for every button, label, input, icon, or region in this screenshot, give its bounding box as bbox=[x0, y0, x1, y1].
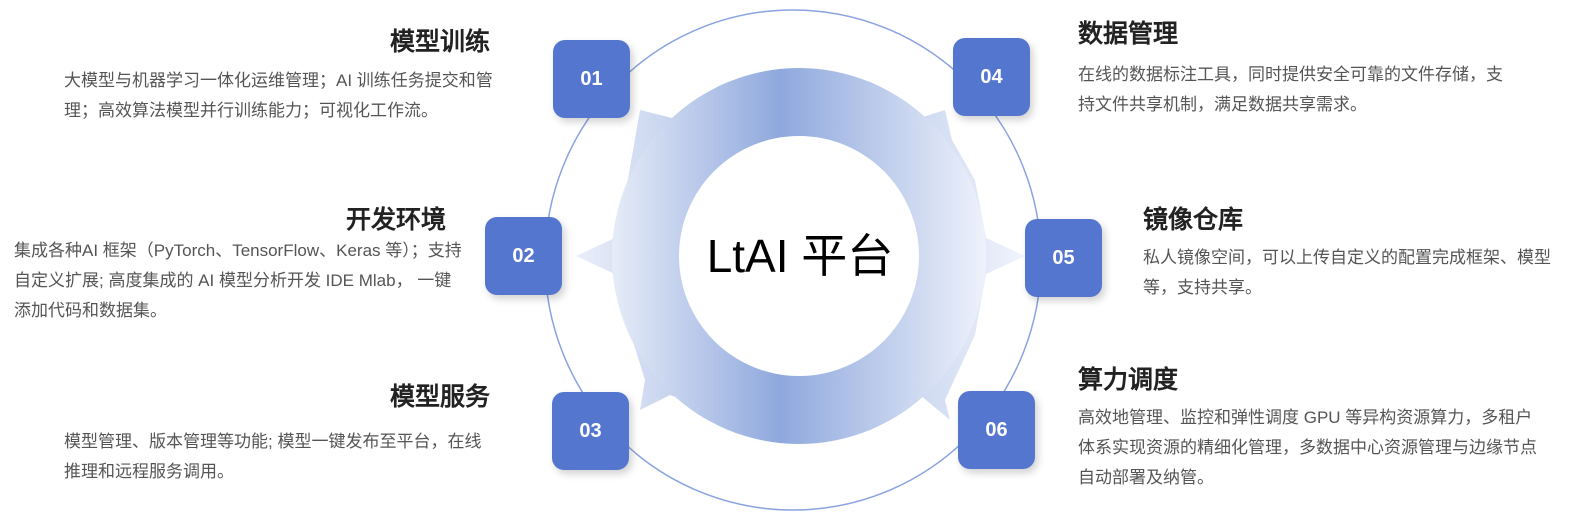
item-desc-01: 大模型与机器学习一体化运维管理；AI 训练任务提交和管理；高效算法模型并行训练能… bbox=[64, 71, 493, 120]
item-desc-05: 私人镜像空间，可以上传自定义的配置完成框架、模型等，支持共享。 bbox=[1143, 248, 1551, 297]
inner-circle bbox=[679, 136, 919, 376]
item-desc-06: 高效地管理、监控和弹性调度 GPU 等异构资源算力，多租户体系实现资源的精细化管… bbox=[1078, 408, 1537, 487]
item-title-04: 数据管理 bbox=[1078, 20, 1179, 48]
badge-02: 02 bbox=[485, 217, 562, 295]
badge-05: 05 bbox=[1025, 219, 1102, 297]
item-title-02: 开发环境 bbox=[345, 206, 446, 234]
item-desc-04: 在线的数据标注工具，同时提供安全可靠的文件存储，支持文件共享机制，满足数据共享需… bbox=[1078, 65, 1503, 114]
item-title-01: 模型训练 bbox=[389, 28, 490, 56]
item-title-03: 模型服务 bbox=[389, 383, 490, 411]
badge-01: 01 bbox=[553, 40, 630, 118]
badge-03: 03 bbox=[552, 392, 629, 470]
item-desc-03: 模型管理、版本管理等功能; 模型一键发布至平台，在线推理和远程服务调用。 bbox=[64, 432, 482, 481]
badge-06: 06 bbox=[958, 391, 1035, 469]
badge-04: 04 bbox=[953, 38, 1030, 116]
item-title-06: 算力调度 bbox=[1078, 366, 1179, 394]
item-desc-02: 集成各种AI 框架（PyTorch、TensorFlow、Keras 等）；支持… bbox=[14, 241, 462, 320]
center-label: LtAI 平台 bbox=[706, 230, 894, 282]
item-title-05: 镜像仓库 bbox=[1143, 206, 1244, 234]
